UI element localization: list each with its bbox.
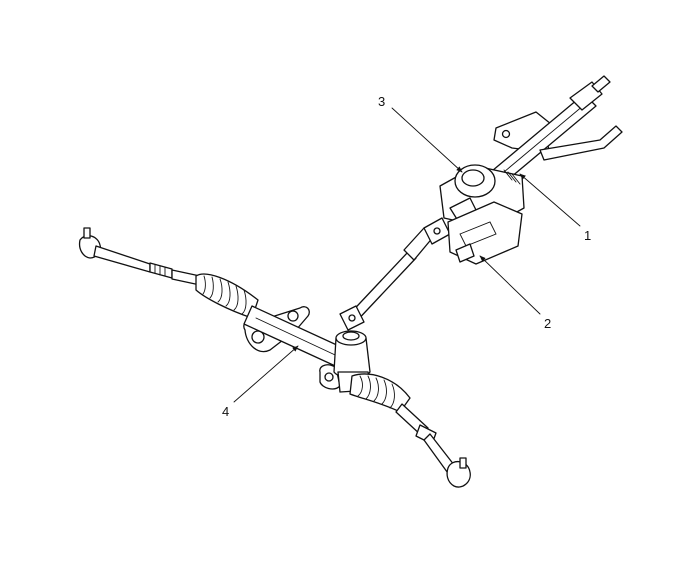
left-bellows-boot (195, 273, 259, 319)
steering-column (485, 75, 623, 189)
callout-2: 2 (479, 255, 551, 331)
right-bellows-boot (349, 373, 411, 413)
callout-label-2: 2 (544, 316, 551, 331)
callout-4: 4 (222, 345, 299, 419)
callout-label-4: 4 (222, 404, 229, 419)
callout-label-3: 3 (378, 94, 385, 109)
callout-label-1: 1 (584, 228, 591, 243)
rack-housing (243, 305, 353, 390)
callout-1: 1 (519, 173, 591, 243)
intermediate-shaft (339, 217, 451, 331)
left-tie-rod (78, 227, 201, 286)
callout-3: 3 (378, 94, 463, 173)
eps-control-module (447, 201, 523, 265)
right-tie-rod (395, 403, 471, 488)
